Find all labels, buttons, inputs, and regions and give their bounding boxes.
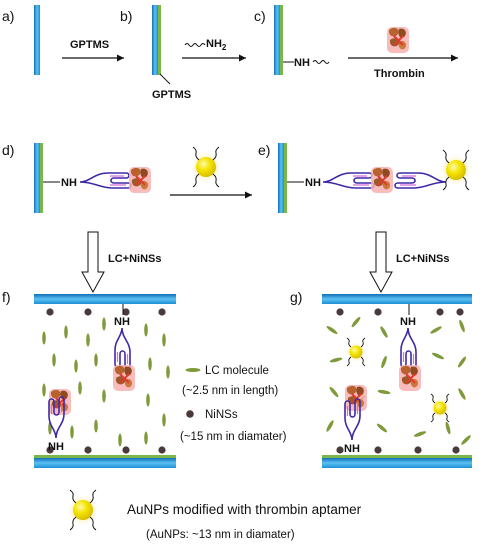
glass-slide <box>274 5 280 75</box>
glass-slide <box>278 143 284 213</box>
right-process-arrow: LC+NiNSs <box>369 231 450 294</box>
aunp-aptamer-icon <box>440 149 472 191</box>
thrombin-aptamer <box>114 327 131 370</box>
nh-label: NH <box>344 443 360 455</box>
glass-slide <box>34 143 40 213</box>
aunp-legend: AuNPs modified with thrombin aptamer (Au… <box>67 489 362 541</box>
legend-lc-size: (~2.5 nm in length) <box>182 385 278 397</box>
amine-label: NH2 <box>206 38 227 52</box>
thrombin-aptamer <box>79 172 132 189</box>
nh-label: NH <box>48 441 64 453</box>
panel-label-f: f) <box>2 289 11 305</box>
panel-a: a) <box>2 5 40 75</box>
legend-ni-size: (~15 nm in diamater) <box>180 431 287 443</box>
thrombin-icon <box>398 364 422 392</box>
aunp-aptamer-icon <box>429 393 451 423</box>
panel-label-a: a) <box>2 8 14 24</box>
thrombin-aptamer <box>394 172 447 189</box>
gptms-layer-label: GPTMS <box>152 89 191 101</box>
amine-chain-icon <box>184 43 206 47</box>
step-a-to-b: GPTMS <box>62 39 124 62</box>
panel-label-g: g) <box>290 289 302 305</box>
legend-ni-title: NiNSs <box>205 409 238 421</box>
gptms-leader-line <box>159 73 171 85</box>
thrombin-icon <box>344 384 368 412</box>
legend-au-title: AuNPs modified with thrombin aptamer <box>127 502 362 517</box>
lc-niss-label-right: LC+NiNSs <box>396 253 450 265</box>
step-b-to-c: NH2 <box>182 38 246 62</box>
step-c-thrombin: Thrombin <box>348 26 458 80</box>
thrombin-icon <box>370 166 394 194</box>
nh-label: NH <box>294 57 310 69</box>
thrombin-icon <box>112 364 136 392</box>
arrow-head-icon <box>245 191 252 199</box>
nh-label: NH <box>114 316 130 328</box>
lc-molecules-aligned <box>42 317 170 447</box>
panel-c: c) NH <box>254 5 330 75</box>
down-arrow-icon <box>81 231 105 294</box>
thrombin-aptamer <box>400 327 417 370</box>
ninss-icon <box>186 410 194 418</box>
legend-lc-title: LC molecule <box>205 365 269 377</box>
top-glass-slide <box>322 294 472 304</box>
thrombin-icon <box>386 26 410 54</box>
panel-g-cell: g) NH <box>290 289 472 468</box>
gptms-layer <box>34 455 176 458</box>
glass-slide <box>152 5 158 75</box>
panel-label-b: b) <box>120 8 132 24</box>
gptms-layer <box>158 5 161 75</box>
panel-label-e: e) <box>258 142 270 158</box>
bottom-glass-slide <box>322 458 472 468</box>
panel-label-c: c) <box>254 8 266 24</box>
legend-au-size: (AuNPs: ~13 nm in diamater) <box>146 529 295 541</box>
step-d-to-e <box>170 146 252 199</box>
arrow-head-icon <box>239 54 246 62</box>
gptms-reagent-label: GPTMS <box>70 39 109 51</box>
panel-b: b) GPTMS <box>120 5 191 101</box>
bottom-glass-slide <box>34 458 176 468</box>
aunp-aptamer-icon <box>345 337 367 367</box>
arrow-head-icon <box>451 54 458 62</box>
arrow-head-icon <box>117 54 124 62</box>
panel-f-cell: f) NH NH <box>2 289 176 468</box>
legend: LC molecule (~2.5 nm in length) NiNSs (~… <box>180 365 287 443</box>
nh-label: NH <box>61 177 77 189</box>
thrombin-aptamer <box>322 172 375 189</box>
down-arrow-icon <box>369 231 393 294</box>
panel-d: d) NH <box>2 142 152 213</box>
aunp-aptamer-icon <box>190 146 222 188</box>
thrombin-icon <box>128 166 152 194</box>
thrombin-icon <box>48 388 72 416</box>
nh-label: NH <box>305 177 321 189</box>
gptms-layer <box>284 143 287 213</box>
nh-label: NH <box>400 316 416 328</box>
thrombin-label: Thrombin <box>374 68 425 80</box>
left-process-arrow: LC+NiNSs <box>81 231 162 294</box>
lc-niss-label-left: LC+NiNSs <box>108 253 162 265</box>
lc-molecule-icon <box>185 368 201 372</box>
glass-slide <box>34 5 40 75</box>
gptms-layer <box>322 455 472 458</box>
gptms-layer <box>280 5 283 75</box>
aunp-aptamer-icon <box>67 489 99 531</box>
gptms-layer <box>40 143 43 213</box>
panel-e: e) NH <box>258 142 472 213</box>
amine-chain-icon <box>312 60 330 64</box>
top-glass-slide <box>34 294 176 304</box>
panel-label-d: d) <box>2 142 14 158</box>
